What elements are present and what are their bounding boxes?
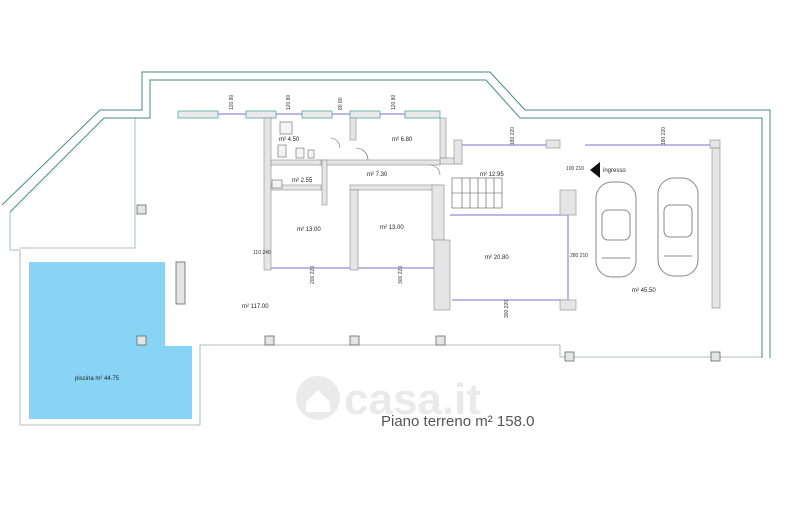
dim-6: 180 220	[661, 127, 667, 145]
dim-2: 120 80	[286, 94, 292, 110]
room-label-terrace: m² 117.00	[242, 304, 269, 310]
dim-7: 100 210	[566, 166, 584, 172]
room-label-garage: m² 45.50	[632, 288, 656, 294]
pool-step	[165, 346, 192, 419]
room-label-wc: m² 2.55	[292, 178, 313, 184]
plan-title: Piano terreno m² 158.0	[381, 413, 534, 430]
dim-4: 120 80	[391, 94, 397, 110]
watermark-text: casa.it	[344, 375, 481, 424]
dim-11: 280 210	[570, 253, 588, 259]
dim-9: 200 220	[310, 266, 316, 284]
entrance-arrow-icon	[590, 162, 600, 178]
room-label-stairs: m² 12.95	[480, 172, 504, 178]
room-label-room-a: m² 6.80	[392, 137, 413, 143]
staircase	[451, 177, 503, 209]
room-label-bath: m² 4.50	[279, 137, 300, 143]
outer-perimeter	[1, 71, 771, 358]
bathroom-fixtures	[271, 121, 315, 189]
dim-1: 120 80	[229, 94, 235, 110]
room-label-bed1: m² 13.00	[297, 227, 321, 233]
columns	[136, 204, 721, 362]
terrace-outline	[9, 118, 762, 426]
room-label-bed2: m² 13.00	[380, 225, 404, 231]
dim-5: 180 220	[510, 127, 516, 145]
interior-walls	[263, 117, 721, 311]
dim-8: 110 240	[253, 250, 271, 256]
entrance-label: ingresso	[603, 168, 626, 174]
room-labels: m² 4.50 m² 6.80 m² 7.30 m² 12.95 m² 2.55…	[75, 137, 656, 382]
dim-10: 300 220	[398, 266, 404, 284]
dim-12: 300 220	[504, 300, 510, 318]
dim-3: 80 80	[338, 97, 344, 110]
doors	[329, 137, 441, 176]
car-left	[595, 181, 637, 278]
room-label-hall: m² 7.30	[367, 172, 388, 178]
room-label-living: m² 20.80	[485, 255, 509, 261]
room-label-pool: piscina m² 44.75	[75, 376, 120, 382]
dimension-labels: 120 80 120 80 80 80 120 80 180 220 180 2…	[229, 94, 667, 318]
watermark: casa.it	[296, 375, 481, 424]
car-right	[657, 177, 699, 277]
